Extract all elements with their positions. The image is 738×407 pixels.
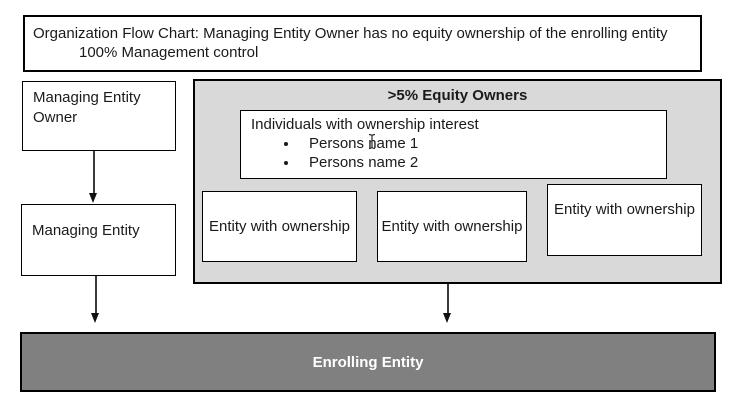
managing-entity-box[interactable]: Managing Entity — [21, 204, 176, 276]
individuals-ownership-box[interactable]: Individuals with ownership interest Pers… — [240, 110, 667, 179]
person-list-item: Persons name 1 — [299, 134, 656, 153]
entity-with-ownership-label: Entity with ownership — [209, 218, 350, 235]
enrolling-entity-label: Enrolling Entity — [312, 353, 424, 371]
chart-title-box[interactable]: Organization Flow Chart: Managing Entity… — [23, 15, 702, 72]
managing-entity-label: Managing Entity — [32, 222, 140, 239]
arrow-equity-group-to-enrolling — [447, 284, 449, 314]
person-list-item: Persons name 2 — [299, 153, 656, 172]
chart-title-line1: Organization Flow Chart: Managing Entity… — [33, 25, 668, 42]
individuals-heading: Individuals with ownership interest — [251, 116, 479, 133]
persons-list: Persons name 1 Persons name 2 — [251, 134, 656, 172]
arrowhead-icon — [443, 313, 451, 323]
arrow-managing-to-enrolling — [95, 276, 97, 314]
equity-owners-title: >5% Equity Owners — [387, 87, 528, 104]
entity-with-ownership-box-1[interactable]: Entity with ownership — [202, 191, 357, 262]
text-ibeam-cursor-icon — [368, 133, 376, 150]
arrowhead-icon — [89, 193, 97, 203]
managing-entity-owner-label: Managing Entity Owner — [33, 89, 141, 126]
arrowhead-icon — [91, 313, 99, 323]
enrolling-entity-bar[interactable]: Enrolling Entity — [20, 332, 716, 392]
chart-title-line2: 100% Management control — [79, 44, 259, 61]
entity-with-ownership-label: Entity with ownership — [554, 201, 695, 218]
managing-entity-owner-box[interactable]: Managing Entity Owner — [22, 81, 176, 151]
entity-with-ownership-box-3[interactable]: Entity with ownership — [547, 184, 702, 256]
entity-with-ownership-label: Entity with ownership — [381, 218, 523, 235]
entity-with-ownership-box-2[interactable]: Entity with ownership — [377, 191, 527, 262]
arrow-owner-to-managing — [93, 151, 95, 194]
